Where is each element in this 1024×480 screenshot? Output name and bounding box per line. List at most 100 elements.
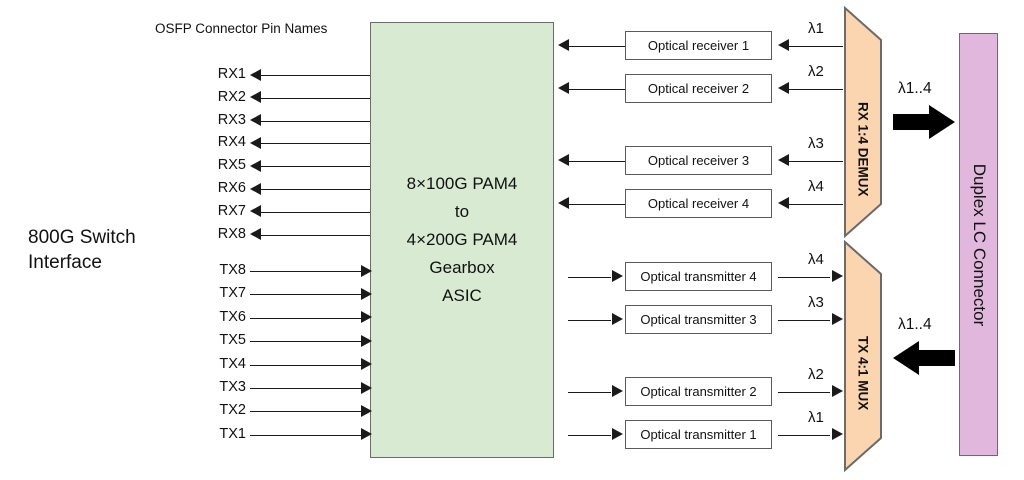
tx-line-tx7	[250, 294, 366, 296]
receiver-out-arrow-2-icon	[558, 82, 569, 94]
receiver-out-line-1	[568, 45, 625, 47]
transmitter-out-arrow-4-icon	[832, 428, 843, 440]
receiver-out-line-3	[568, 160, 625, 162]
receiver-in-arrow-2-icon	[778, 82, 789, 94]
optical-transmitter-box-2: Optical transmitter 3	[625, 305, 772, 334]
tx-pin-label-tx4: TX4	[219, 355, 246, 372]
rx-pin-label-rx1: RX1	[217, 66, 246, 82]
rx-arrow-rx4-icon	[250, 136, 261, 149]
transmitter-out-line-1	[778, 276, 830, 278]
receiver-out-line-2	[568, 88, 625, 90]
transmitter-in-line-2	[568, 319, 611, 321]
rx-line-rx1	[260, 75, 370, 76]
transmitter-out-line-4	[778, 434, 830, 436]
tx-pin-label-tx8: TX8	[219, 262, 246, 278]
receiver-in-line-1	[800, 45, 843, 47]
optical-transmitter-box-1: Optical transmitter 4	[625, 262, 772, 291]
transmitter-in-line-3	[568, 391, 611, 393]
rx-arrow-rx1-icon	[250, 68, 261, 81]
transmitter-lambda-label-4: λ1	[808, 408, 824, 426]
tx-line-tx1	[250, 434, 366, 436]
transmitter-in-line-1	[568, 276, 611, 278]
receiver-lambda-label-4: λ4	[808, 177, 824, 195]
transmitter-out-arrow-1-icon	[832, 270, 843, 282]
transmitter-lambda-label-2: λ3	[808, 293, 824, 311]
rx-arrow-rx7-icon	[250, 205, 261, 218]
optical-transmitter-label-1: Optical transmitter 4	[640, 269, 757, 284]
transmitter-in-arrow-3-icon	[612, 385, 623, 397]
receiver-lambda-label-3: λ3	[808, 134, 824, 152]
optical-receiver-label-3: Optical receiver 3	[647, 153, 750, 168]
receiver-in-arrow-4-icon	[778, 197, 789, 209]
optical-receiver-box-4: Optical receiver 4	[625, 189, 772, 218]
asic-line-1: 8×100G PAM4	[406, 174, 518, 193]
asic-line-4: Gearbox	[429, 258, 495, 277]
receiver-lambda-label-2: λ2	[808, 62, 824, 80]
rx-line-rx7	[260, 211, 370, 213]
transmitter-in-arrow-2-icon	[612, 313, 623, 325]
rx-demux-shape: RX 1:4 DEMUX	[843, 6, 883, 238]
tx-pin-label-tx3: TX3	[219, 379, 246, 395]
optical-transmitter-box-4: Optical transmitter 1	[625, 420, 772, 449]
optical-receiver-label-1: Optical receiver 1	[647, 38, 750, 53]
tx-line-tx4	[250, 364, 366, 366]
rx-pin-label-rx2: RX2	[217, 88, 246, 105]
transmitter-out-line-3	[778, 391, 830, 393]
receiver-out-arrow-3-icon	[558, 154, 569, 166]
rx-line-rx8	[260, 234, 370, 236]
receiver-out-arrow-1-icon	[558, 39, 569, 51]
rx-pin-label-rx7: RX7	[217, 202, 246, 219]
tx-bus-lambda-label: λ1..4	[898, 316, 932, 333]
rx-line-rx5	[260, 166, 370, 168]
duplex-lc-connector-box: Duplex LC Connector	[959, 33, 998, 456]
transmitter-out-arrow-2-icon	[832, 313, 843, 325]
rx-bus-lambda-label: λ1..4	[898, 80, 932, 97]
tx-line-tx5	[250, 341, 366, 343]
receiver-in-line-stub-3	[788, 160, 802, 162]
transmitter-out-line-2	[778, 319, 830, 321]
tx-mux-shape: TX 4:1 MUX	[843, 240, 883, 472]
receiver-out-arrow-4-icon	[558, 197, 569, 209]
tx-bus-arrow-icon	[893, 341, 955, 375]
tx-arrow-tx7-icon	[361, 287, 372, 300]
rx-arrow-rx6-icon	[250, 182, 261, 195]
osfp-pin-names-header: OSFP Connector Pin Names	[155, 21, 328, 36]
tx-pin-label-tx5: TX5	[219, 332, 246, 349]
receiver-in-line-2	[800, 88, 843, 90]
optical-receiver-label-2: Optical receiver 2	[647, 81, 750, 96]
tx-pin-label-tx1: TX1	[219, 425, 246, 442]
rx-arrow-rx3-icon	[250, 114, 261, 127]
rx-bus-arrow-icon	[893, 105, 955, 139]
receiver-in-line-3	[800, 160, 843, 162]
duplex-lc-connector-label: Duplex LC Connector	[969, 163, 989, 326]
asic-line-5: ASIC	[442, 286, 482, 305]
rx-demux-trapezoid-icon	[844, 6, 882, 238]
receiver-in-line-stub-2	[788, 88, 802, 90]
tx-line-tx2	[250, 411, 366, 413]
receiver-lambda-label-1: λ1	[808, 19, 824, 37]
tx-mux-trapezoid-icon	[844, 240, 882, 472]
rx-line-rx4	[260, 143, 370, 145]
transmitter-in-arrow-1-icon	[612, 270, 623, 282]
optical-transmitter-label-4: Optical transmitter 1	[640, 427, 757, 442]
rx-line-rx6	[260, 189, 370, 190]
tx-pin-label-tx7: TX7	[219, 285, 246, 302]
rx-line-rx2	[260, 97, 370, 99]
tx-line-tx8	[250, 271, 366, 272]
rx-pin-label-rx4: RX4	[217, 134, 246, 151]
optical-receiver-box-1: Optical receiver 1	[625, 31, 772, 60]
gearbox-asic-box: 8×100G PAM4 to 4×200G PAM4 Gearbox ASIC	[370, 22, 554, 458]
tx-arrow-tx3-icon	[361, 381, 372, 394]
rx-pin-label-rx8: RX8	[217, 225, 246, 242]
rx-line-rx3	[260, 120, 370, 122]
tx-arrow-tx2-icon	[361, 404, 372, 417]
transmitter-lambda-label-3: λ2	[808, 365, 824, 383]
optical-transmitter-box-3: Optical transmitter 2	[625, 377, 772, 406]
tx-arrow-tx1-icon	[361, 428, 372, 441]
optical-receiver-label-4: Optical receiver 4	[647, 196, 750, 211]
rx-pin-label-rx3: RX3	[217, 111, 246, 128]
receiver-in-line-4	[800, 203, 843, 205]
rx-pin-label-rx6: RX6	[217, 180, 246, 196]
switch-interface-title: 800G Switch Interface	[28, 225, 136, 275]
